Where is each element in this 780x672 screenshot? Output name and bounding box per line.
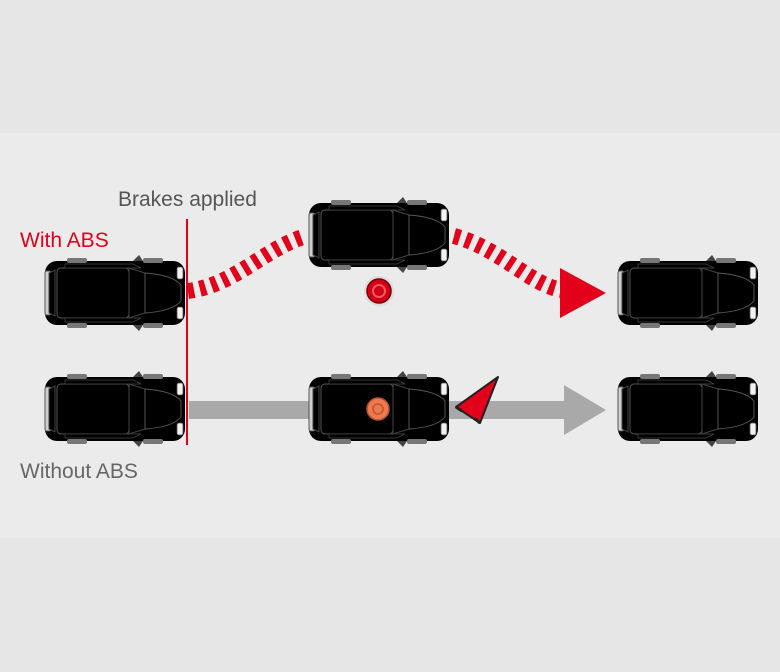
steering-path-2: [451, 228, 564, 298]
brake-warning-light-icon: [364, 276, 394, 306]
car-abs-start: [44, 254, 186, 332]
orange-warning-light-icon: [366, 397, 390, 421]
skid-arrow-head: [564, 385, 606, 435]
warning-triangle-icon: [455, 376, 499, 425]
brakes-applied-label: Brakes applied: [118, 188, 257, 211]
with-abs-label: With ABS: [20, 229, 109, 252]
steering-arrow-head: [560, 268, 606, 318]
car-abs-middle: [308, 196, 450, 274]
car-abs-end: [617, 254, 759, 332]
car-no-abs-end: [617, 370, 759, 448]
car-no-abs-start: [44, 370, 186, 448]
road-background: [0, 133, 780, 538]
steering-path-1: [186, 228, 309, 299]
skid-path: [189, 401, 309, 419]
without-abs-label: Without ABS: [20, 460, 138, 483]
